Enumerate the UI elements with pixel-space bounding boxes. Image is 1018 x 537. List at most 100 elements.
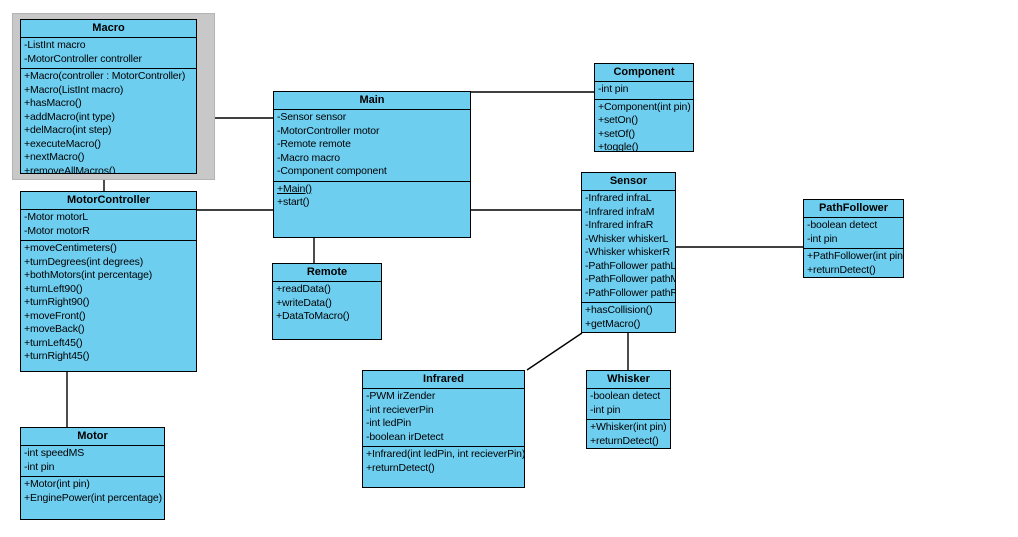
attributes-motor: -int speedMS -int pin	[21, 446, 164, 477]
class-name-motorcontroller: MotorController	[21, 192, 196, 210]
operation: +delMacro(int step)	[24, 124, 112, 136]
attribute: -int recieverPin	[366, 403, 434, 416]
operation: +readData()	[276, 283, 331, 295]
attribute: -Infrared infraR	[585, 219, 654, 231]
operation: +turnRight45()	[24, 350, 90, 362]
attribute: -int pin	[598, 83, 629, 95]
class-box-whisker[interactable]: Whisker -boolean detect -int pin +Whiske…	[586, 370, 671, 449]
attribute: -PathFollower pathM	[585, 273, 676, 285]
operation: +removeAllMacros()	[24, 164, 116, 174]
attributes-macro: -ListInt macro -MotorController controll…	[21, 38, 196, 69]
class-name-pathfollower: PathFollower	[804, 200, 903, 218]
attribute: -Component component	[277, 165, 387, 177]
attributes-sensor: -Infrared infraL -Infrared infraM -Infra…	[582, 191, 675, 303]
operation: +turnLeft45()	[24, 336, 83, 349]
attribute: -PathFollower pathL	[585, 259, 676, 272]
operation: +returnDetect()	[366, 461, 435, 474]
attributes-pathfollower: -boolean detect -int pin	[804, 218, 903, 249]
attribute: -MotorController controller	[24, 52, 142, 65]
operation: +toggle()	[598, 141, 639, 152]
class-box-component[interactable]: Component -int pin +Component(int pin) +…	[594, 63, 694, 152]
class-name-macro: Macro	[21, 20, 196, 38]
operation: +start()	[277, 196, 310, 208]
operations-whisker: +Whisker(int pin) +returnDetect()	[587, 420, 670, 448]
attribute: -Sensor sensor	[277, 111, 347, 123]
operation: +PathFollower(int pin)	[807, 250, 904, 262]
operation: +executeMacro()	[24, 137, 101, 150]
attribute: -ListInt macro	[24, 39, 86, 51]
operations-sensor: +hasCollision() +getMacro()	[582, 303, 675, 332]
attribute: -boolean detect	[590, 390, 661, 402]
class-box-macro[interactable]: Macro -ListInt macro -MotorController co…	[20, 19, 197, 174]
attribute: -PathFollower pathR	[585, 286, 676, 299]
operation: +nextMacro()	[24, 151, 85, 163]
association-sensor-infrared	[526, 332, 583, 371]
operation: +turnDegrees(int degrees)	[24, 255, 144, 268]
attributes-whisker: -boolean detect -int pin	[587, 389, 670, 420]
class-box-pathfollower[interactable]: PathFollower -boolean detect -int pin +P…	[803, 199, 904, 278]
operation: +writeData()	[276, 296, 332, 309]
operation: +setOf()	[598, 127, 636, 140]
attribute: -int pin	[24, 460, 55, 473]
operations-component: +Component(int pin) +setOn() +setOf() +t…	[595, 100, 693, 152]
attribute: -MotorController motor	[277, 124, 380, 137]
attributes-component: -int pin	[595, 82, 693, 100]
operation: +returnDetect()	[590, 434, 659, 447]
operations-infrared: +Infrared(int ledPin, int recieverPin) +…	[363, 447, 524, 477]
class-name-whisker: Whisker	[587, 371, 670, 389]
operation: +turnLeft90()	[24, 282, 83, 295]
operation: +DataToMacro()	[276, 310, 350, 322]
attribute: -int speedMS	[24, 447, 85, 459]
operation: +Whisker(int pin)	[590, 421, 667, 433]
operation: +Motor(int pin)	[24, 478, 90, 490]
attributes-motorcontroller: -Motor motorL -Motor motorR	[21, 210, 196, 241]
operation: +returnDetect()	[807, 263, 876, 276]
operation: +moveFront()	[24, 309, 86, 322]
operation: +Infrared(int ledPin, int recieverPin)	[366, 448, 525, 460]
operation: +bothMotors(int percentage)	[24, 269, 153, 281]
operation: +getMacro()	[585, 317, 641, 330]
attribute: -Infrared infraM	[585, 205, 655, 218]
attributes-main: -Sensor sensor -MotorController motor -R…	[274, 110, 470, 182]
operation: +addMacro(int type)	[24, 110, 115, 123]
attribute: -int pin	[807, 232, 838, 245]
operation: +moveCentimeters()	[24, 242, 117, 254]
class-name-sensor: Sensor	[582, 173, 675, 191]
class-name-motor: Motor	[21, 428, 164, 446]
class-box-infrared[interactable]: Infrared -PWM irZender -int recieverPin …	[362, 370, 525, 488]
class-name-component: Component	[595, 64, 693, 82]
class-name-infrared: Infrared	[363, 371, 524, 389]
attribute: -Motor motorR	[24, 224, 90, 237]
operations-motorcontroller: +moveCentimeters() +turnDegrees(int degr…	[21, 241, 196, 366]
class-name-remote: Remote	[273, 264, 381, 282]
operations-pathfollower: +PathFollower(int pin) +returnDetect()	[804, 249, 904, 277]
operation: +EnginePower(int percentage)	[24, 491, 162, 504]
attribute: -Infrared infraL	[585, 192, 652, 204]
operations-remote: +readData() +writeData() +DataToMacro()	[273, 282, 381, 326]
attribute: -int pin	[590, 403, 621, 416]
operation: +setOn()	[598, 114, 638, 126]
attribute: -Remote remote	[277, 138, 351, 150]
attribute: -Whisker whiskerL	[585, 232, 669, 245]
operation: +Macro(ListInt macro)	[24, 83, 124, 96]
attribute: -Whisker whiskerR	[585, 246, 670, 258]
attribute: -boolean detect	[807, 219, 878, 231]
operation: +moveBack()	[24, 323, 85, 335]
operation: +Component(int pin)	[598, 100, 691, 113]
attribute: -PWM irZender	[366, 390, 436, 402]
attribute: -int ledPin	[366, 417, 412, 429]
operation: +turnRight90()	[24, 296, 90, 308]
operation: +hasMacro()	[24, 97, 82, 109]
attribute: -Macro macro	[277, 151, 340, 164]
attribute: -Motor motorL	[24, 211, 88, 223]
class-box-remote[interactable]: Remote +readData() +writeData() +DataToM…	[272, 263, 382, 340]
class-box-main[interactable]: Main -Sensor sensor -MotorController mot…	[273, 91, 471, 238]
class-name-main: Main	[274, 92, 470, 110]
attribute: -boolean irDetect	[366, 430, 444, 443]
operation: +hasCollision()	[585, 304, 653, 316]
class-box-motor[interactable]: Motor -int speedMS -int pin +Motor(int p…	[20, 427, 165, 520]
class-box-motorcontroller[interactable]: MotorController -Motor motorL -Motor mot…	[20, 191, 197, 372]
class-box-sensor[interactable]: Sensor -Infrared infraL -Infrared infraM…	[581, 172, 676, 333]
operations-motor: +Motor(int pin) +EnginePower(int percent…	[21, 477, 164, 507]
